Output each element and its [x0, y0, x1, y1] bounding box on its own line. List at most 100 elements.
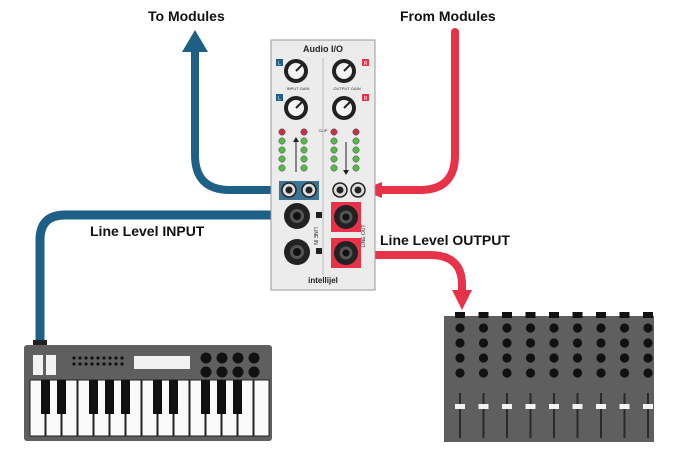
keyboard-pitch-wheel-2 — [46, 355, 56, 375]
mixer-knob — [478, 368, 489, 378]
mixer-knob — [455, 353, 465, 363]
line-level-output-label: Line Level OUTPUT — [380, 232, 510, 248]
mixer-faders — [455, 393, 653, 438]
mixer-knob — [619, 323, 630, 333]
output-gain-knob-right[interactable] — [332, 96, 356, 120]
keyboard-button — [90, 356, 94, 360]
keyboard-button — [96, 362, 100, 366]
mixer-knob — [643, 368, 653, 378]
led-3-0 — [352, 128, 360, 136]
led-0-0 — [278, 128, 286, 136]
mixer-knob — [619, 353, 630, 363]
mixer-fader-cap — [525, 404, 536, 409]
led-2-4 — [330, 164, 338, 172]
module-brand: intellijel — [308, 276, 338, 285]
keyboard-button — [108, 356, 112, 360]
led-1-2 — [300, 146, 308, 154]
mixer-knob — [455, 338, 465, 348]
mixer-knob — [525, 353, 536, 363]
keyboard-pad — [232, 352, 244, 364]
to-modules-jack-right[interactable] — [301, 182, 317, 198]
output-gain-knob-left[interactable] — [332, 59, 356, 83]
mixer-fader-cap — [643, 404, 653, 409]
led-2-2 — [330, 146, 338, 154]
keyboard-button — [102, 362, 106, 366]
keyboard-screen — [134, 356, 190, 369]
keyboard-pad — [232, 366, 244, 378]
mixer-body — [444, 316, 654, 442]
mixer-knob — [502, 323, 512, 333]
black-key — [201, 380, 210, 414]
mixer-knob — [596, 338, 606, 348]
clip-label: CLIP — [319, 128, 328, 133]
output-cable-arrowhead — [452, 290, 472, 310]
output-gain-label: OUTPUT GAIN — [333, 86, 360, 91]
output-cable — [346, 251, 472, 310]
keyboard-pad — [216, 366, 228, 378]
input-gain-knob-right[interactable] — [284, 96, 308, 120]
led-3-2 — [352, 146, 360, 154]
keyboard-button — [120, 362, 124, 366]
mixer-cap — [478, 312, 489, 318]
to-modules-jack-left[interactable] — [281, 182, 297, 198]
right-badge-top-text: R — [364, 61, 368, 67]
mixer-knob — [525, 338, 536, 348]
mixer-knob — [478, 353, 489, 363]
keyboard-button — [120, 356, 124, 360]
black-key — [233, 380, 242, 414]
led-0-2 — [278, 146, 286, 154]
keyboard-button — [84, 356, 88, 360]
keyboard-button — [108, 362, 112, 366]
mixer-knob — [643, 323, 653, 333]
mixer — [444, 312, 654, 442]
input-gain-knob-left[interactable] — [284, 59, 308, 83]
mixer-knob — [572, 338, 583, 348]
keyboard-keys — [29, 379, 270, 437]
right-badge-mid-text: R — [364, 96, 368, 102]
led-1-1 — [300, 137, 308, 145]
keyboard-button — [78, 356, 82, 360]
right-badge-mid — [362, 94, 369, 101]
left-badge-top — [276, 59, 283, 66]
black-key — [57, 380, 66, 414]
mixer-fader-cap — [502, 404, 512, 409]
line-level-input-label: Line Level INPUT — [90, 223, 205, 239]
left-badge-mid — [276, 94, 283, 101]
from-modules-jack-left[interactable] — [332, 182, 348, 198]
keyboard-button — [90, 362, 94, 366]
line-in-jack-bottom[interactable] — [284, 239, 310, 265]
line-out-jack-bottom[interactable] — [334, 241, 358, 265]
keyboard-buttons — [72, 356, 124, 366]
line-in-jack-top[interactable] — [284, 203, 310, 229]
meter-arrow-right-head — [343, 170, 349, 175]
mixer-cap — [643, 312, 653, 318]
keyboard-pad — [248, 366, 260, 378]
from-modules-cable-path — [378, 28, 459, 194]
mixer-knob — [549, 368, 559, 378]
keyboard-pad — [200, 366, 212, 378]
led-meters — [278, 128, 360, 172]
led-3-1 — [352, 137, 360, 145]
led-3-3 — [352, 155, 360, 163]
mixer-fader-cap — [549, 404, 559, 409]
keyboard-pad — [248, 352, 260, 364]
to-modules-arrowhead — [182, 30, 208, 52]
line-out-jack-top[interactable] — [334, 205, 358, 229]
led-0-4 — [278, 164, 286, 172]
mixer-cap — [502, 312, 512, 318]
left-badge-jack-top — [316, 212, 322, 218]
from-modules-label: From Modules — [400, 8, 496, 24]
keyboard-button — [114, 362, 118, 366]
meter-arrow-left-head — [293, 137, 299, 142]
led-1-3 — [300, 155, 308, 163]
right-badge-top — [362, 59, 369, 66]
mixer-knob — [596, 353, 606, 363]
keyboard-pad — [216, 352, 228, 364]
led-2-3 — [330, 155, 338, 163]
mixer-cap — [525, 312, 536, 318]
mixer-cap — [596, 312, 606, 318]
black-key — [169, 380, 178, 414]
from-modules-jack-right[interactable] — [350, 182, 366, 198]
mixer-fader-cap — [619, 404, 630, 409]
to-modules-cable-path — [191, 46, 286, 194]
